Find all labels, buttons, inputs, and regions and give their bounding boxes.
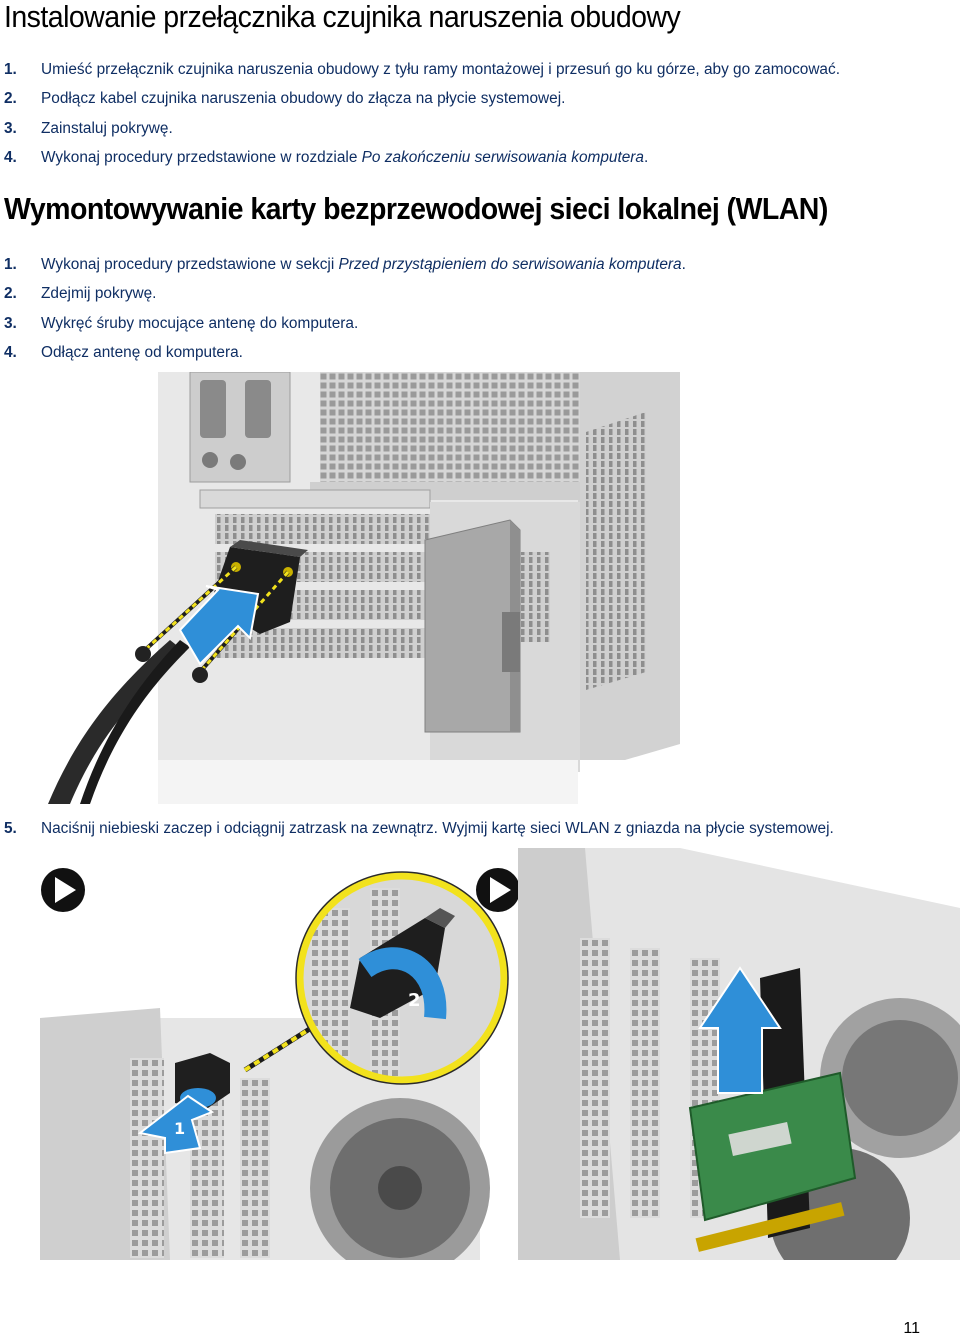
step-number: 2. xyxy=(4,285,17,303)
step-link-reference: Przed przystąpieniem do serwisowania kom… xyxy=(338,256,682,273)
step-text: Umieść przełącznik czujnika naruszenia o… xyxy=(41,61,840,78)
step-number: 4. xyxy=(4,343,17,361)
step-text: Odłącz antenę od komputera. xyxy=(41,343,243,361)
step-text: Zdejmij pokrywę. xyxy=(41,285,157,303)
callout-number-1: 1 xyxy=(174,1119,185,1138)
magnified-latch-callout: 2 xyxy=(295,871,509,1085)
step-text: Podłącz kabel czujnika naruszenia obudow… xyxy=(41,90,566,108)
play-icon xyxy=(476,868,520,912)
page-number: 11 xyxy=(903,1320,920,1337)
section-title-install-intrusion-switch: Instalowanie przełącznika czujnika narus… xyxy=(4,0,681,34)
step-number: 3. xyxy=(4,314,17,332)
play-icon xyxy=(41,868,85,912)
section-title-remove-wlan: Wymontowywanie karty bezprzewodowej siec… xyxy=(4,191,828,226)
step-number: 5. xyxy=(4,820,17,837)
step-link-reference: Po zakończeniu serwisowania komputera xyxy=(361,148,644,166)
step-text: Wykręć śruby mocujące antenę do komputer… xyxy=(41,314,359,332)
step-number: 1. xyxy=(4,61,17,78)
step-number: 2. xyxy=(4,90,17,108)
step-number: 3. xyxy=(4,119,17,137)
step-text: Wykonaj procedury przedstawione w rozdzi… xyxy=(41,148,649,166)
step-text: Wykonaj procedury przedstawione w sekcji… xyxy=(41,256,686,273)
wlan-card-removal-illustration: 1 2 xyxy=(40,848,960,1260)
step-number: 4. xyxy=(4,148,17,166)
step-text: Zainstaluj pokrywę. xyxy=(41,119,173,137)
step-number: 1. xyxy=(4,256,17,273)
step-text: Naciśnij niebieski zaczep i odciągnij za… xyxy=(41,820,834,837)
step2-view xyxy=(518,848,960,1260)
antenna-removal-illustration xyxy=(48,372,680,804)
callout-number-2: 2 xyxy=(408,990,421,1011)
